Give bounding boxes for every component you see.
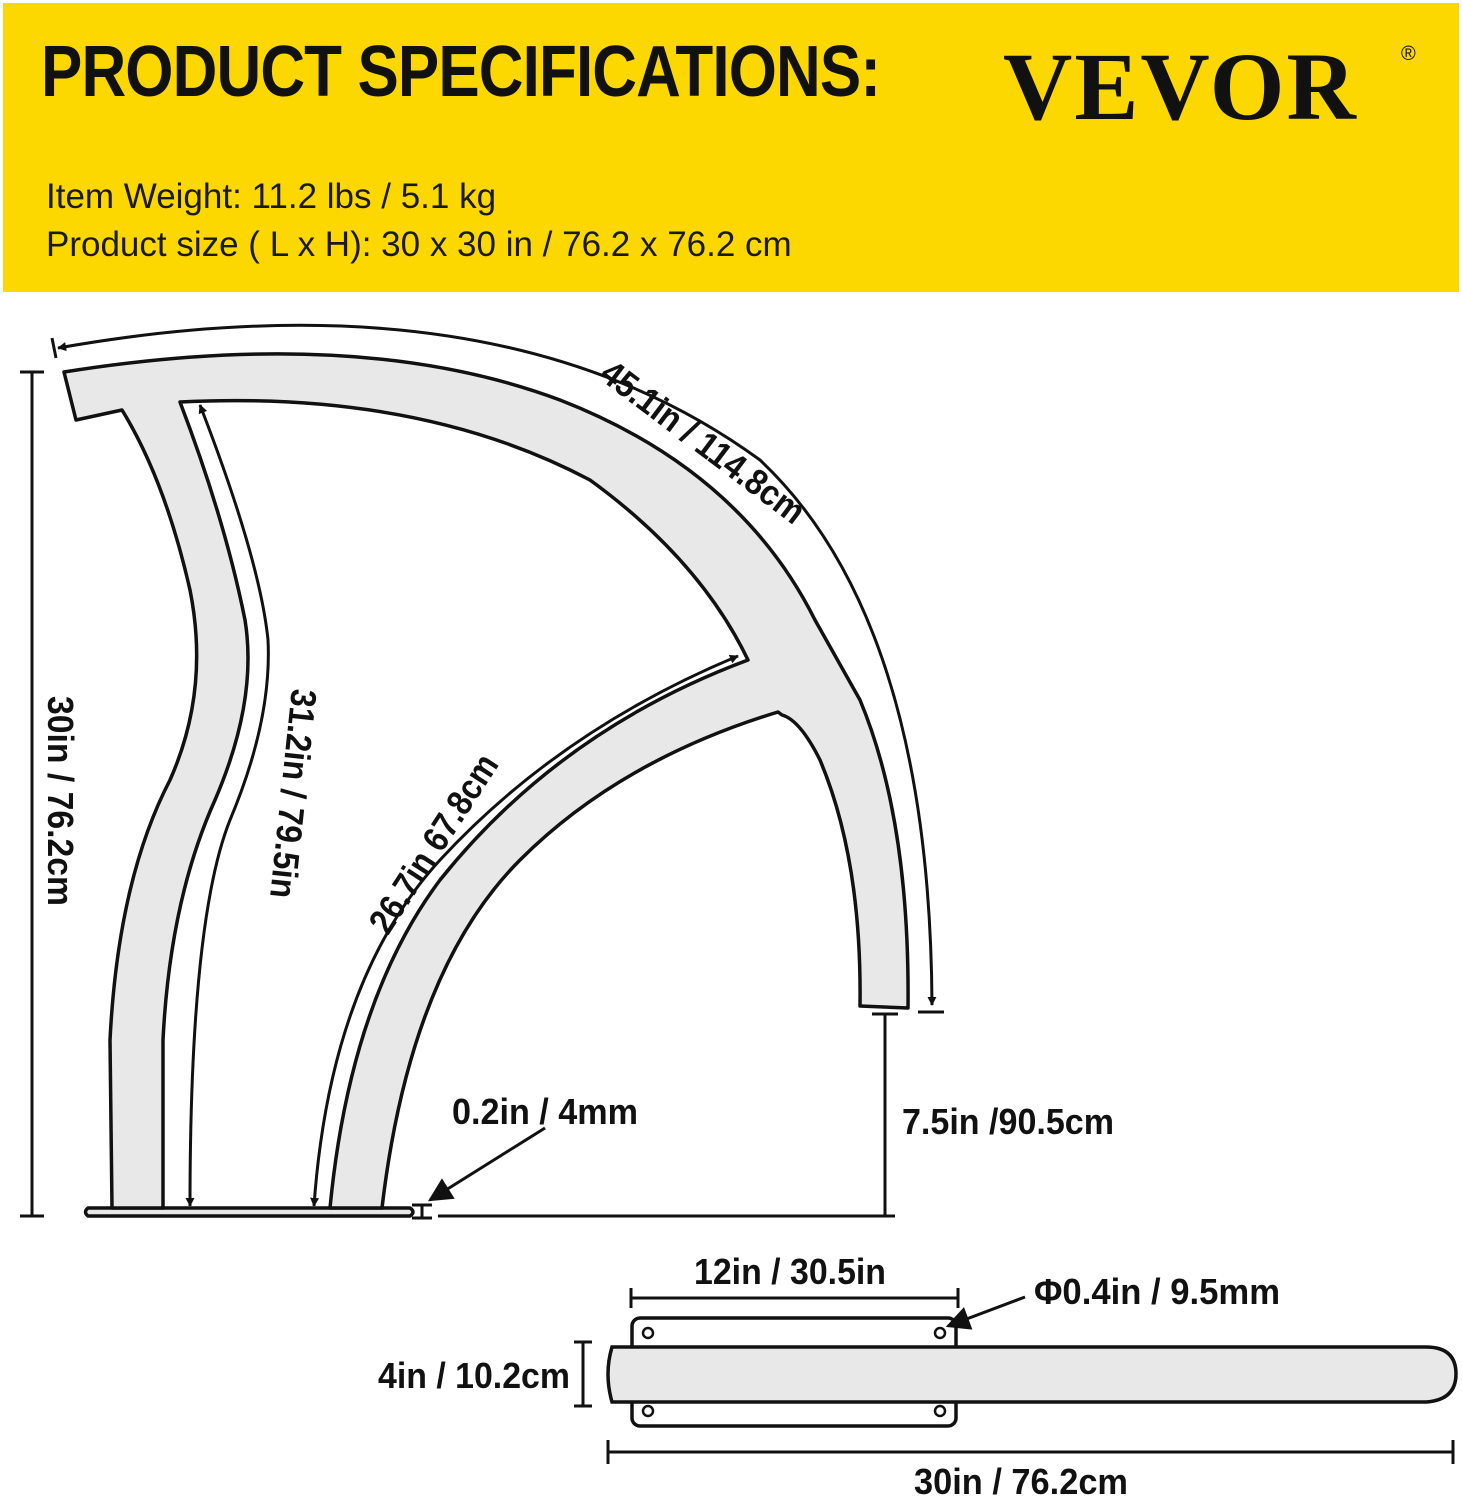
- mount-hole: [933, 1326, 947, 1340]
- spec-header-banner: PRODUCT SPECIFICATIONS: VEVOR ® Item Wei…: [3, 3, 1459, 292]
- page-title: PRODUCT SPECIFICATIONS:: [41, 32, 881, 112]
- left-rail-length-label: 31.2in / 79.5in: [262, 687, 325, 900]
- overall-height-label: 30in / 76.2cm: [40, 696, 81, 906]
- top-view-rail: [606, 1316, 1458, 1428]
- overall-length-label: 30in / 76.2cm: [914, 1461, 1128, 1500]
- mount-hole: [641, 1404, 655, 1418]
- brand-logo: VEVOR: [1003, 33, 1358, 140]
- hole-diameter-label: Φ0.4in / 9.5mm: [1034, 1271, 1280, 1312]
- side-view-dimensions: [20, 323, 944, 1220]
- item-weight-spec: Item Weight: 11.2 lbs / 5.1 kg: [46, 177, 497, 216]
- registered-mark: ®: [1401, 43, 1416, 65]
- plate-width-label: 4in / 10.2cm: [378, 1355, 570, 1396]
- base-thickness-label: 0.2in / 4mm: [452, 1091, 638, 1132]
- mount-hole: [641, 1326, 655, 1340]
- end-clearance-label: 7.5in /90.5cm: [902, 1101, 1114, 1142]
- plate-length-label: 12in / 30.5in: [694, 1251, 886, 1292]
- mount-hole: [933, 1404, 947, 1418]
- product-size-spec: Product size ( L x H): 30 x 30 in / 76.2…: [46, 225, 792, 264]
- top-view-dimensions: [574, 1288, 1455, 1464]
